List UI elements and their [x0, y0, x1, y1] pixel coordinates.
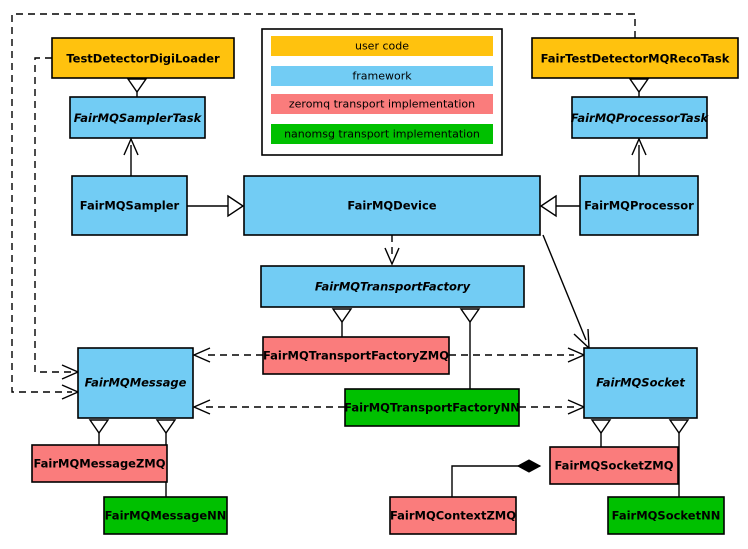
legend: user code framework zeromq transport imp…	[261, 28, 503, 156]
node-layer: TestDetectorDigiLoader FairMQSamplerTask…	[31, 37, 739, 535]
node-FairMQMessage[interactable]: FairMQMessage	[77, 347, 194, 419]
node-FairMQDevice[interactable]: FairMQDevice	[243, 175, 541, 236]
node-FairMQProcessor[interactable]: FairMQProcessor	[579, 175, 699, 236]
node-label-FairMQTransportFactoryNN: FairMQTransportFactoryNN	[344, 401, 520, 415]
node-FairTestDetectorMQRecoTask[interactable]: FairTestDetectorMQRecoTask	[531, 37, 739, 79]
legend-item-user-code: user code	[271, 36, 493, 56]
edge-processor-processortask	[631, 137, 647, 176]
legend-item-zeromq: zeromq transport implementation	[271, 94, 493, 114]
node-label-FairMQSocket: FairMQSocket	[596, 376, 685, 390]
node-label-FairMQSocketNN: FairMQSocketNN	[612, 509, 721, 523]
legend-item-nanomsg: nanomsg transport implementation	[271, 124, 493, 144]
edge-tfnn-socket	[519, 399, 586, 415]
legend-label-zeromq: zeromq transport implementation	[289, 98, 475, 111]
node-FairMQProcessorTask[interactable]: FairMQProcessorTask	[571, 96, 710, 139]
edge-tfnn-message	[192, 399, 345, 415]
node-label-FairTestDetectorMQRecoTask: FairTestDetectorMQRecoTask	[541, 52, 730, 66]
node-FairMQContextZMQ[interactable]: FairMQContextZMQ	[389, 496, 517, 535]
legend-swatch-zeromq	[271, 94, 493, 114]
node-FairMQSampler[interactable]: FairMQSampler	[71, 175, 188, 236]
node-label-FairMQSamplerTask: FairMQSamplerTask	[74, 111, 203, 125]
edge-messagezmq-message	[88, 419, 110, 445]
node-FairMQMessageZMQ[interactable]: FairMQMessageZMQ	[31, 444, 168, 483]
node-FairMQSamplerTask[interactable]: FairMQSamplerTask	[69, 96, 206, 139]
edge-recotask-processortask	[628, 78, 650, 97]
legend-swatch-nanomsg	[271, 124, 493, 144]
node-label-FairMQContextZMQ: FairMQContextZMQ	[390, 509, 516, 523]
edge-sampler-device	[187, 194, 245, 218]
legend-swatch-user-code	[271, 36, 493, 56]
edge-tfnn-transportfactory	[459, 308, 481, 389]
edge-tfzmq-socket	[449, 347, 586, 363]
edge-tfzmq-transportfactory	[331, 308, 353, 337]
edge-socketzmq-socket	[590, 419, 612, 447]
node-label-FairMQMessageZMQ: FairMQMessageZMQ	[33, 457, 165, 471]
node-label-FairMQProcessor: FairMQProcessor	[584, 199, 694, 213]
node-FairMQTransportFactory[interactable]: FairMQTransportFactory	[260, 265, 525, 308]
edge-digiloader-samplertask	[126, 78, 148, 97]
edge-tfzmq-message	[192, 347, 263, 363]
edge-socketnn-socket	[668, 419, 690, 497]
edge-sampler-samplertask	[123, 137, 139, 176]
node-FairMQSocketZMQ[interactable]: FairMQSocketZMQ	[549, 446, 679, 485]
node-label-FairMQSocketZMQ: FairMQSocketZMQ	[555, 459, 674, 473]
node-FairMQSocket[interactable]: FairMQSocket	[583, 347, 698, 419]
node-label-FairMQSampler: FairMQSampler	[80, 199, 180, 213]
node-label-FairMQMessageNN: FairMQMessageNN	[105, 509, 227, 523]
legend-label-framework: framework	[352, 70, 412, 83]
node-label-FairMQMessage: FairMQMessage	[85, 376, 187, 390]
node-label-FairMQTransportFactoryZMQ: FairMQTransportFactoryZMQ	[263, 349, 449, 363]
node-FairMQSocketNN[interactable]: FairMQSocketNN	[607, 496, 725, 535]
legend-label-nanomsg: nanomsg transport implementation	[284, 128, 480, 141]
node-FairMQTransportFactoryZMQ[interactable]: FairMQTransportFactoryZMQ	[262, 336, 450, 375]
node-label-TestDetectorDigiLoader: TestDetectorDigiLoader	[66, 52, 220, 66]
legend-swatch-framework	[271, 66, 493, 86]
legend-item-framework: framework	[271, 66, 493, 86]
edge-device-transportfactory	[384, 235, 400, 266]
node-FairMQMessageNN[interactable]: FairMQMessageNN	[103, 496, 228, 535]
edge-contextzmq-socketzmq	[451, 459, 542, 497]
node-label-FairMQProcessorTask: FairMQProcessorTask	[571, 111, 710, 125]
node-FairMQTransportFactoryNN[interactable]: FairMQTransportFactoryNN	[344, 388, 520, 427]
node-TestDetectorDigiLoader[interactable]: TestDetectorDigiLoader	[51, 37, 235, 79]
edge-processor-device	[539, 194, 580, 218]
node-label-FairMQDevice: FairMQDevice	[347, 199, 436, 213]
legend-label-user-code: user code	[355, 40, 409, 53]
node-label-FairMQTransportFactory: FairMQTransportFactory	[315, 280, 471, 294]
edge-device-socket	[542, 234, 590, 350]
